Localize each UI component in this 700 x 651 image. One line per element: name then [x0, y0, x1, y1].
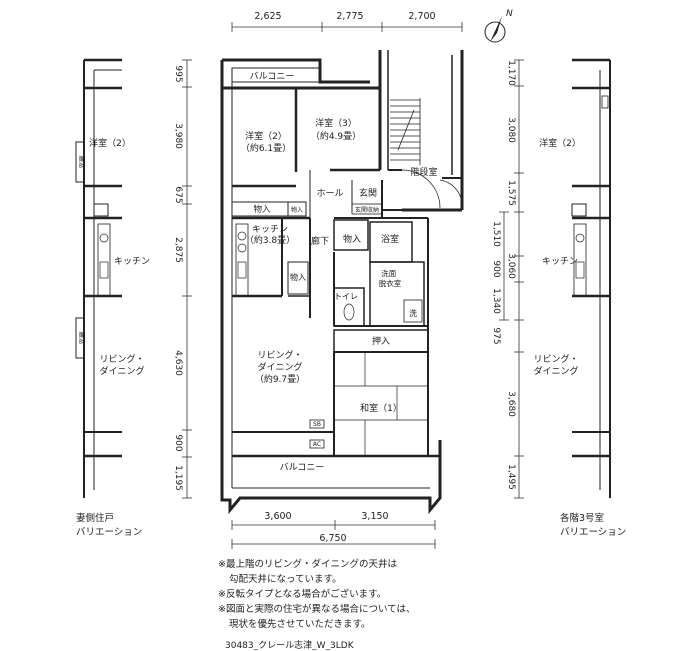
dim-left-1: 995	[173, 65, 183, 82]
label-bedroom3: 洋室（3）	[315, 117, 357, 129]
plan-code: 30483_クレール志津_W_3LDK	[225, 641, 354, 651]
label-shoe-storage: 玄関収納	[355, 206, 379, 214]
label-storage-c: 物入	[290, 272, 306, 282]
label-kitchen-size: （約3.8畳）	[245, 234, 295, 246]
note-line-1: ※最上階のリビング・ダイニングの天井は	[218, 559, 397, 570]
label-balcony-north: バルコニー	[250, 71, 295, 82]
dim-left-7: 1,195	[173, 465, 183, 491]
label-bedroom3-size: （約4.9畳）	[311, 130, 361, 142]
dim-bottom-1: 3,600	[264, 511, 291, 522]
label-washroom-line1: 洗面	[381, 268, 396, 278]
left-var-living2: ダイニング	[99, 365, 144, 377]
dim-left-4: 2,875	[173, 237, 183, 263]
label-corridor: 廊下	[311, 235, 329, 247]
label-kitchen: キッチン	[252, 224, 288, 235]
right-variation-caption: 各階3号室 バリエーション	[560, 512, 626, 540]
dim-bottom-2: 3,150	[361, 511, 388, 522]
note-line-2: 勾配天井になっています。	[229, 574, 342, 585]
main-unit	[220, 50, 464, 515]
dim-bottom-total: 6,750	[319, 533, 346, 544]
note-line-3: ※反転タイプとなる場合がございます。	[218, 589, 387, 600]
right-var-kitchen: キッチン	[542, 256, 578, 267]
label-entrance: 玄関	[359, 187, 377, 199]
left-var-kitchen: キッチン	[114, 256, 150, 267]
left-var-window-tag-1: 腰窓	[78, 156, 87, 170]
label-living2: ダイニング	[257, 361, 302, 373]
label-washroom: 洗面 脱衣室	[379, 268, 402, 288]
left-caption-line1: 妻側住戸	[76, 513, 115, 524]
note-line-4: ※図面と実際の住宅が異なる場合については、	[218, 604, 416, 615]
dim-right-9: 1,495	[506, 464, 516, 490]
label-bath: 浴室	[381, 233, 399, 245]
compass-icon: N	[484, 9, 513, 43]
right-caption-line1: 各階3号室	[560, 513, 605, 524]
notes-block: ※最上階のリビング・ダイニングの天井は 勾配天井になっています。 ※反転タイプと…	[218, 557, 416, 632]
label-washroom-line2: 脱衣室	[379, 278, 402, 288]
label-storage-a: 物入	[253, 204, 271, 215]
left-var-window-tag-2: 腰窓	[78, 332, 87, 346]
label-hall: ホール	[316, 188, 343, 199]
label-toilet: トイレ	[334, 292, 358, 301]
label-washitsu: 和室（1）	[360, 402, 402, 414]
right-caption-line2: バリエーション	[560, 527, 627, 538]
right-variation	[571, 58, 611, 498]
left-caption-line2: バリエーション	[76, 527, 143, 538]
dim-left-5: 4,630	[173, 350, 183, 376]
note-line-5: 現状を優先させていただきます。	[229, 619, 371, 630]
label-oshiire: 押入	[372, 335, 390, 347]
dim-top-2: 2,775	[336, 11, 363, 22]
label-ac: AC	[313, 441, 321, 448]
dim-left-3: 675	[173, 186, 183, 203]
label-washer: 洗	[409, 308, 417, 318]
dim-right-3: 1,575	[506, 180, 516, 206]
dim-left-6: 900	[173, 434, 183, 451]
dim-right-6: 1,340	[491, 288, 501, 314]
dim-right-1: 1,170	[506, 60, 516, 86]
label-balcony-south: バルコニー	[280, 462, 325, 473]
label-sb: SB	[313, 421, 321, 428]
dim-top-1: 2,625	[254, 11, 281, 22]
dim-left-2: 3,980	[173, 123, 183, 149]
left-var-living: リビング・	[99, 353, 144, 365]
dim-right-5: 900	[491, 260, 501, 277]
right-var-living: リビング・	[533, 353, 578, 365]
dim-right-7: 975	[491, 327, 501, 344]
dim-right-4: 1,510	[491, 221, 501, 247]
dim-right-8: 3,680	[506, 391, 516, 417]
label-living-size: （約9.7畳）	[255, 373, 305, 385]
left-variation	[75, 58, 122, 498]
compass-label: N	[506, 9, 513, 19]
label-storage-small: 物入	[291, 206, 303, 214]
right-var-living2: ダイニング	[533, 365, 578, 377]
dimension-lines	[182, 22, 524, 549]
label-bedroom2: 洋室（2）	[245, 130, 287, 142]
dim-right-2: 3,080	[506, 117, 516, 143]
dim-right-combined: 3,060	[506, 253, 516, 279]
dim-top-3: 2,700	[408, 11, 435, 22]
left-var-bedroom: 洋室（2）	[89, 137, 131, 149]
right-var-bedroom: 洋室（2）	[539, 137, 581, 149]
left-variation-caption: 妻側住戸 バリエーション	[76, 512, 142, 540]
label-stair-room: 階段室	[410, 166, 437, 178]
label-storage-b: 物入	[343, 233, 361, 245]
label-bedroom2-size: （約6.1畳）	[241, 142, 291, 154]
label-living: リビング・	[257, 349, 302, 361]
